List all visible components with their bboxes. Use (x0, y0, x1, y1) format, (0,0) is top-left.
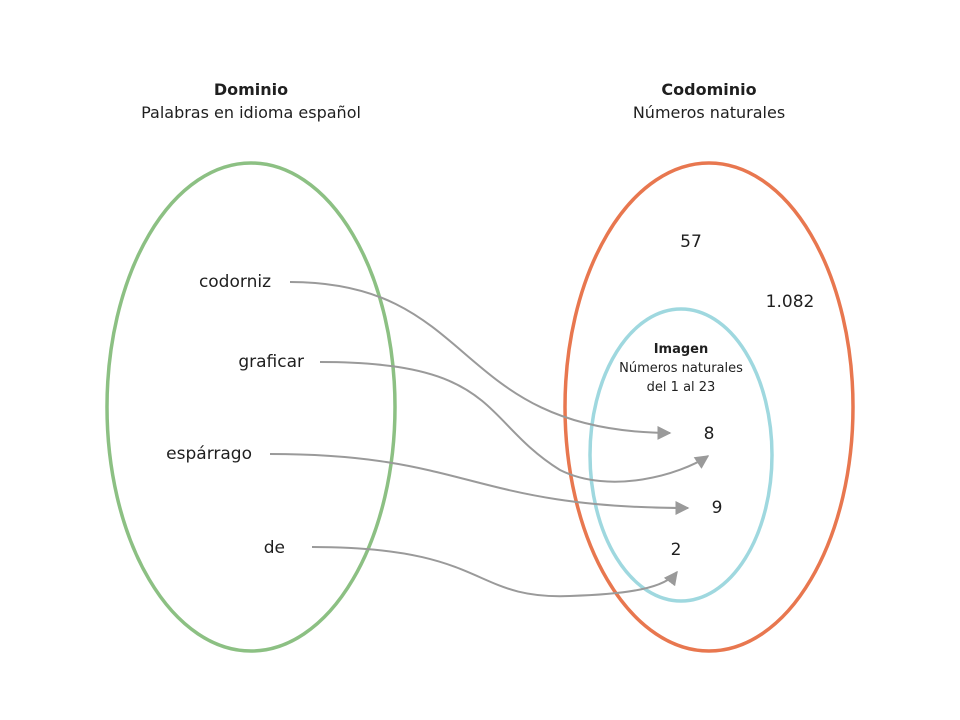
image-ellipse (588, 307, 774, 603)
domain-header: Dominio Palabras en idioma español (91, 78, 411, 124)
word-de: de (263, 538, 285, 558)
arrow-de-to-2 (311, 546, 678, 598)
image-header: Imagen Números naturales del 1 al 23 (603, 340, 759, 397)
codomain-title: Codominio (661, 80, 757, 99)
arrow-graficar-to-8 (319, 361, 710, 483)
arrow-codorniz-to-8 (289, 281, 672, 440)
domain-title: Dominio (213, 80, 289, 99)
image-subtitle-line1: Números naturales (619, 361, 743, 376)
arrow-esparrago-to-9 (269, 453, 690, 515)
image-title: Imagen (653, 342, 709, 357)
word-graficar: graficar (238, 352, 304, 372)
image-number-2: 2 (670, 540, 682, 560)
codomain-subtitle: Números naturales (632, 103, 786, 122)
image-number-8: 8 (703, 424, 715, 444)
word-esparrago: espárrago (166, 444, 252, 464)
codomain-header: Codominio Números naturales (549, 78, 869, 124)
codomain-number-57: 57 (680, 232, 702, 252)
domain-ellipse (105, 161, 397, 653)
image-number-9: 9 (711, 498, 723, 518)
word-codorniz: codorniz (198, 272, 271, 292)
codomain-number-1082: 1.082 (765, 292, 815, 312)
domain-subtitle: Palabras en idioma español (141, 103, 361, 122)
image-subtitle-line2: del 1 al 23 (646, 380, 716, 395)
codomain-ellipse (563, 161, 855, 653)
